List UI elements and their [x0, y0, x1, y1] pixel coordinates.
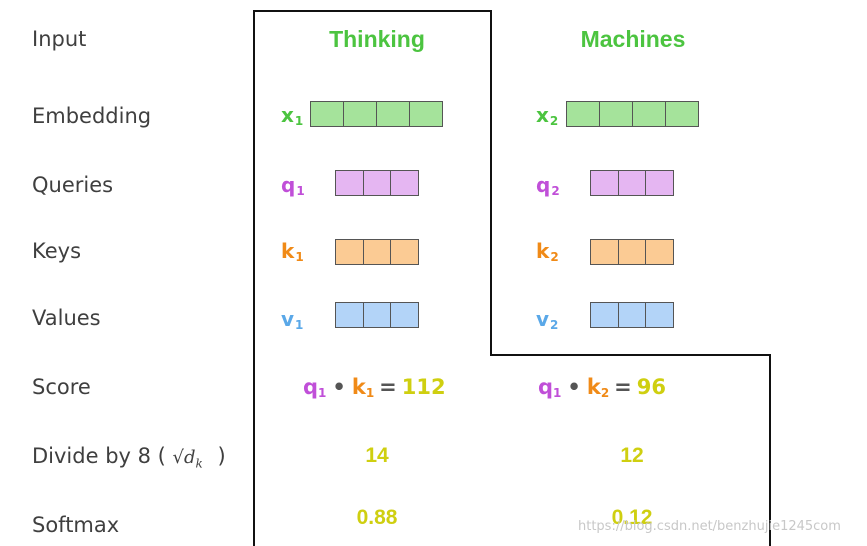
score-2-value: 96	[636, 375, 667, 399]
x2-label: x2	[536, 103, 559, 128]
key-vector-k1	[335, 239, 419, 265]
value-vector-v2	[590, 302, 674, 328]
query-vector-q1	[335, 170, 419, 196]
row-label-score: Score	[32, 375, 91, 399]
row-label-values: Values	[32, 306, 101, 330]
divide-close: )	[217, 444, 226, 468]
divided-1: 14	[365, 444, 389, 467]
query-vector-q2	[590, 170, 674, 196]
k2-label: k2	[536, 239, 559, 264]
row-label-queries: Queries	[32, 173, 114, 197]
score-1: q1•k1=112	[303, 375, 446, 400]
key-vector-k2	[590, 239, 674, 265]
v2-label: v2	[536, 307, 559, 332]
row-label-input: Input	[32, 27, 87, 51]
score-1-value: 112	[401, 375, 446, 399]
divide-text: Divide by 8 (	[32, 444, 166, 468]
sqrt-symbol: √d	[172, 447, 196, 468]
softmax-2: 0.12	[611, 506, 653, 529]
row-label-keys: Keys	[32, 239, 82, 263]
v1-label: v1	[281, 307, 304, 332]
sqrt-sub: k	[195, 456, 203, 471]
softmax-1: 0.88	[356, 506, 398, 529]
word-thinking: Thinking	[329, 26, 425, 52]
score-2: q1•k2=96	[538, 375, 667, 400]
q2-label: q2	[536, 173, 560, 198]
embedding-vector-x1	[310, 101, 443, 127]
row-label-embedding: Embedding	[32, 104, 152, 128]
q1-label: q1	[281, 173, 305, 198]
value-vector-v1	[335, 302, 419, 328]
divided-2: 12	[620, 444, 644, 467]
row-label-divide: Divide by 8 ( √dk )	[32, 444, 226, 471]
x1-label: x1	[281, 103, 304, 128]
sqrt-dk: √dk	[172, 447, 203, 471]
row-label-softmax: Softmax	[32, 513, 120, 537]
word-machines: Machines	[580, 26, 686, 52]
embedding-vector-x2	[566, 101, 699, 127]
watermark: https://blog.csdn.net/benzhujie1245com	[578, 519, 841, 534]
k1-label: k1	[281, 239, 304, 264]
